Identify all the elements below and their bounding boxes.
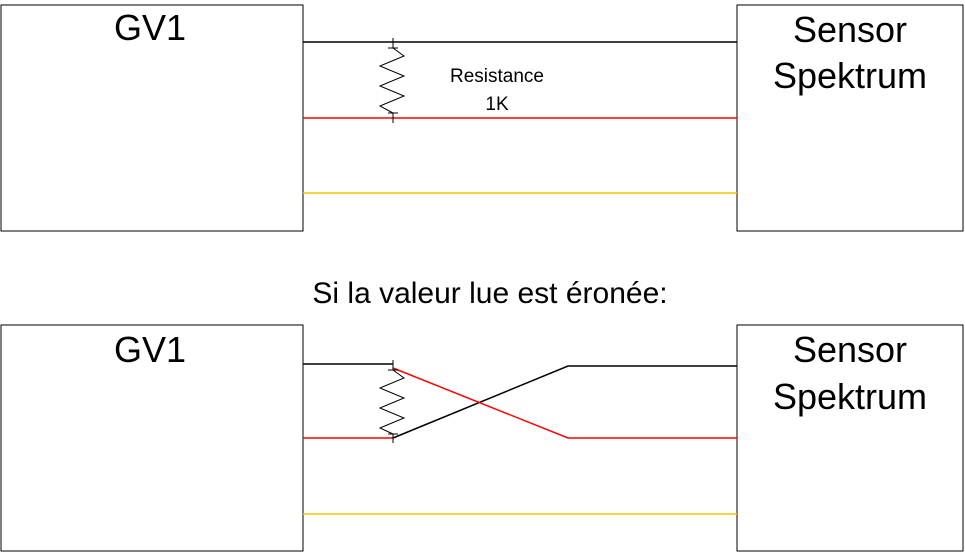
bottom-wire-black-cross	[392, 365, 737, 439]
top-resistor	[378, 38, 406, 123]
top-sensor-label-line2: Spektrum	[773, 55, 927, 96]
error-caption: Si la valeur lue est éronée:	[312, 277, 667, 310]
bottom-sensor-label-line2: Spektrum	[773, 376, 927, 417]
bottom-resistor	[378, 360, 406, 443]
top-gv1-label: GV1	[114, 7, 186, 48]
resistor-value: 1K	[485, 94, 509, 115]
top-diagram: GV1 Sensor Spektrum Resistance 1K	[0, 4, 964, 232]
bottom-gv1-label: GV1	[114, 329, 186, 370]
bottom-diagram: GV1 Sensor Spektrum	[0, 324, 964, 552]
top-sensor-label-line1: Sensor	[793, 9, 907, 50]
resistor-label: Resistance	[450, 66, 544, 87]
bottom-sensor-label-line1: Sensor	[793, 329, 907, 370]
bottom-wire-red-cross	[392, 367, 737, 439]
